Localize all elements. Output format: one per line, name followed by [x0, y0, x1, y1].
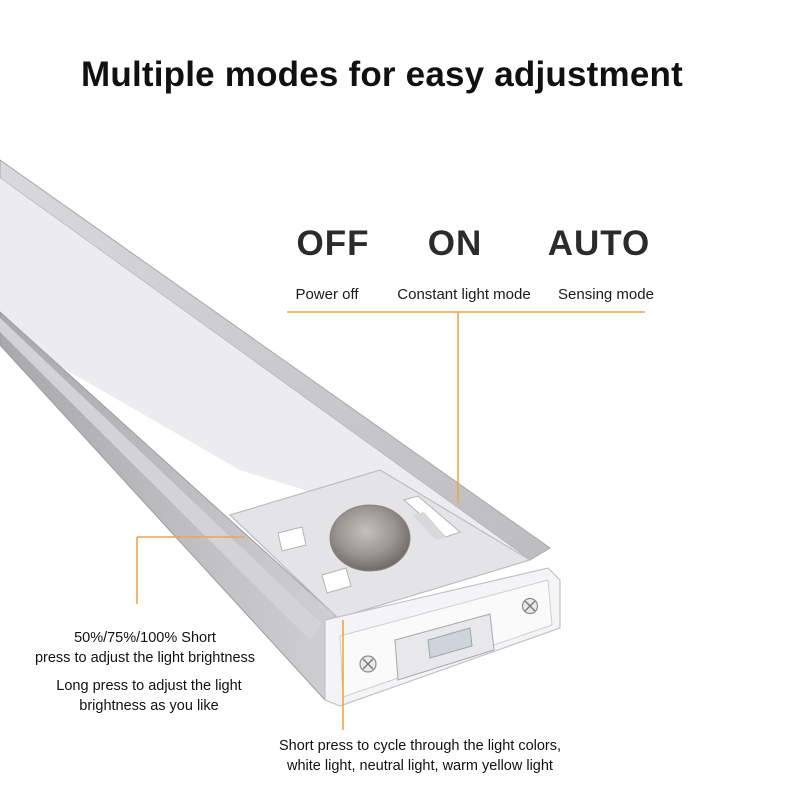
motion-sensor-icon	[330, 505, 410, 571]
color-note: Short press to cycle through the light c…	[240, 736, 600, 776]
mode-off-label: OFF	[296, 224, 370, 263]
longpress-note-line1: Long press to adjust the light	[56, 678, 242, 694]
control-panel	[228, 469, 532, 619]
end-cap	[324, 567, 561, 707]
brightness-note-line1: 50%/75%/100% Short	[74, 630, 216, 646]
light-bar-body	[0, 159, 551, 702]
longpress-note-line2: brightness as you like	[79, 698, 219, 714]
longpress-note: Long press to adjust the light brightnes…	[18, 676, 280, 716]
mode-auto-description: Sensing mode	[558, 286, 654, 303]
color-note-line1: Short press to cycle through the light c…	[278, 738, 562, 754]
callout-lines	[136, 311, 645, 730]
mode-off-description: Power off	[295, 286, 359, 303]
brightness-note: 50%/75%/100% Short press to adjust the l…	[10, 628, 280, 668]
mode-auto-label: AUTO	[547, 224, 651, 263]
color-note-line2: white light, neutral light, warm yellow …	[287, 758, 553, 774]
mode-on-description: Constant light mode	[397, 286, 531, 303]
page-title: Multiple modes for easy adjustment	[81, 55, 683, 94]
brightness-note-line2: press to adjust the light brightness	[34, 650, 256, 666]
mode-on-label: ON	[427, 224, 483, 263]
